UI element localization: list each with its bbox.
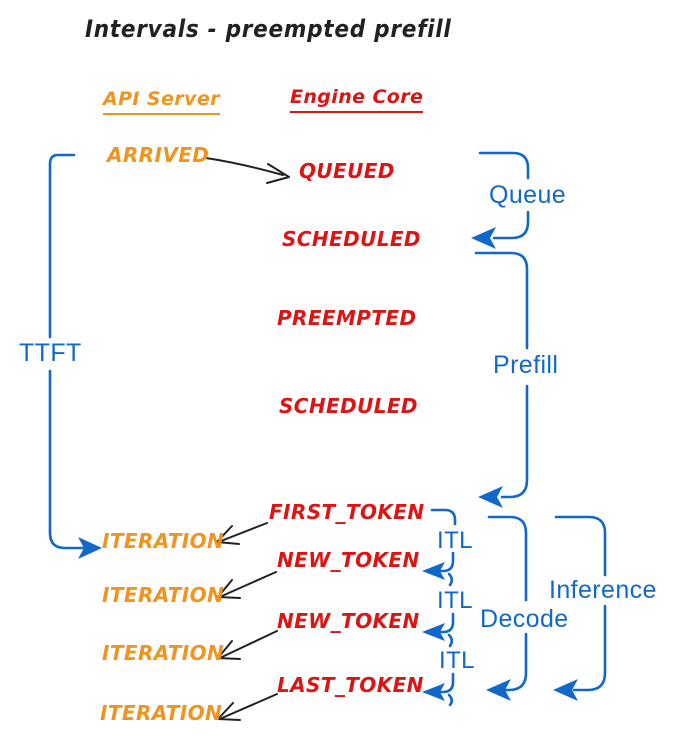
interval-label-decode: Decode	[480, 605, 569, 633]
decode-arrowhead-icon	[486, 679, 511, 701]
event-scheduled-1: SCHEDULED	[282, 227, 421, 251]
event-new-token-2: NEW_TOKEN	[277, 609, 420, 633]
queue-bracket-top	[478, 151, 530, 180]
arrow-last-token-to-iteration	[217, 693, 278, 721]
arrow-new-token2-to-iteration	[217, 630, 278, 660]
prefill-arrowhead-icon	[478, 486, 503, 508]
itl-corner	[430, 508, 457, 526]
queue-bracket-bottom	[492, 210, 530, 240]
itl-hook-1	[439, 551, 455, 573]
diagram-title: Intervals - preempted prefill	[85, 15, 452, 43]
inference-bracket-bottom	[572, 604, 607, 692]
interval-label-inference: Inference	[549, 576, 657, 604]
itl-arrowhead-3-icon	[422, 683, 445, 701]
itl-hook-2-tail	[447, 633, 454, 648]
interval-label-queue: Queue	[489, 181, 567, 209]
decode-bracket-bottom	[504, 632, 528, 692]
event-arrived: ARRIVED	[107, 143, 210, 167]
ttft-arrowhead-icon	[78, 537, 102, 559]
event-iteration-4: ITERATION	[100, 701, 223, 725]
event-new-token-1: NEW_TOKEN	[277, 548, 420, 572]
arrow-arrived-to-queued	[205, 157, 290, 184]
decode-bracket-top	[487, 515, 528, 602]
event-iteration-1: ITERATION	[102, 529, 225, 553]
itl-arrowhead-2-icon	[422, 623, 445, 641]
event-scheduled-2: SCHEDULED	[279, 394, 418, 418]
inference-arrowhead-icon	[553, 679, 578, 701]
itl-hook-3-tail	[447, 693, 454, 707]
interval-label-prefill: Prefill	[493, 351, 559, 379]
arrow-new-token1-to-iteration	[217, 571, 277, 599]
itl-arrowhead-1-icon	[422, 562, 445, 580]
interval-label-itl-2: ITL	[437, 587, 473, 614]
interval-label-itl-3: ITL	[439, 647, 475, 674]
ttft-bracket-bottom	[48, 369, 85, 550]
ttft-bracket-top	[48, 153, 76, 339]
arrow-first-token-to-iteration	[216, 522, 268, 545]
column-header-api-server: API Server	[103, 89, 220, 115]
interval-label-itl-1: ITL	[437, 527, 473, 554]
event-last-token: LAST_TOKEN	[277, 673, 424, 697]
event-queued: QUEUED	[299, 159, 395, 183]
interval-label-ttft: TTFT	[19, 339, 82, 367]
prefill-bracket-top	[474, 251, 529, 350]
inference-bracket-top	[554, 515, 607, 577]
queue-arrowhead-icon	[471, 227, 496, 249]
prefill-bracket-bottom	[500, 384, 529, 499]
column-header-engine-core: Engine Core	[290, 87, 424, 113]
event-preempted: PREEMPTED	[277, 306, 417, 330]
event-first-token: FIRST_TOKEN	[269, 500, 425, 524]
itl-hook-2	[439, 612, 455, 634]
event-iteration-2: ITERATION	[102, 583, 225, 607]
itl-hook-3	[439, 672, 455, 694]
itl-hook-1-tail	[447, 572, 454, 587]
event-iteration-3: ITERATION	[102, 641, 225, 665]
